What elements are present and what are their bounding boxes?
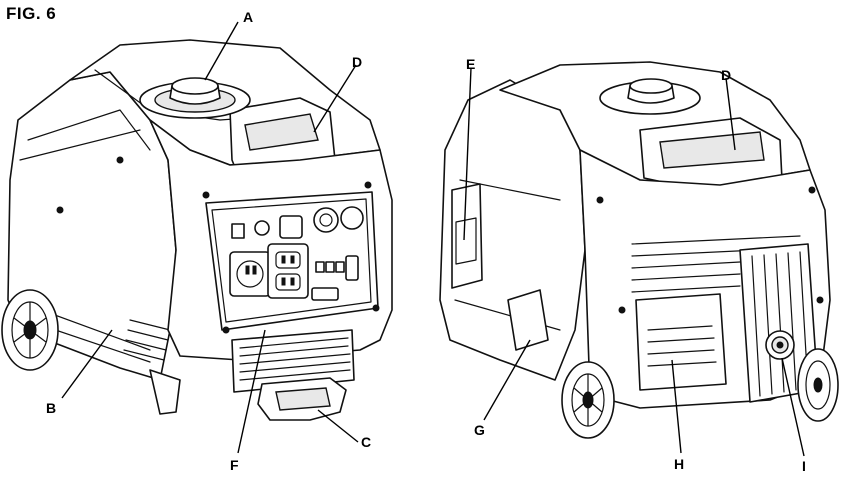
front-foot (150, 370, 180, 414)
dc-outlet (314, 208, 338, 232)
usb-port (341, 207, 363, 229)
parallel-port (346, 256, 358, 280)
left-wheel (2, 290, 58, 370)
exhaust-outlet (766, 331, 794, 359)
callout-h: H (674, 456, 684, 472)
callout-c: C (361, 434, 371, 450)
generator-rear-view (440, 62, 838, 438)
leader-c (318, 410, 358, 442)
rear-cover-plate (636, 294, 726, 390)
indicator-light (255, 221, 269, 235)
ac-outlet-30a (230, 252, 270, 296)
callout-i: I (802, 458, 806, 474)
eco-switch (232, 224, 244, 238)
callout-g: G (474, 422, 485, 438)
callout-d-left: D (352, 54, 362, 70)
data-display (312, 288, 338, 300)
callout-e: E (466, 56, 475, 72)
callout-d-right: D (721, 67, 731, 83)
maintenance-cover (508, 290, 548, 350)
breakers (316, 262, 344, 272)
reset-button (280, 216, 302, 238)
rear-right-wheel (798, 349, 838, 421)
rear-left-wheel (562, 362, 614, 438)
callout-f: F (230, 457, 239, 473)
callout-a: A (243, 9, 253, 25)
callout-b: B (46, 400, 56, 416)
generator-front-view (2, 40, 392, 420)
